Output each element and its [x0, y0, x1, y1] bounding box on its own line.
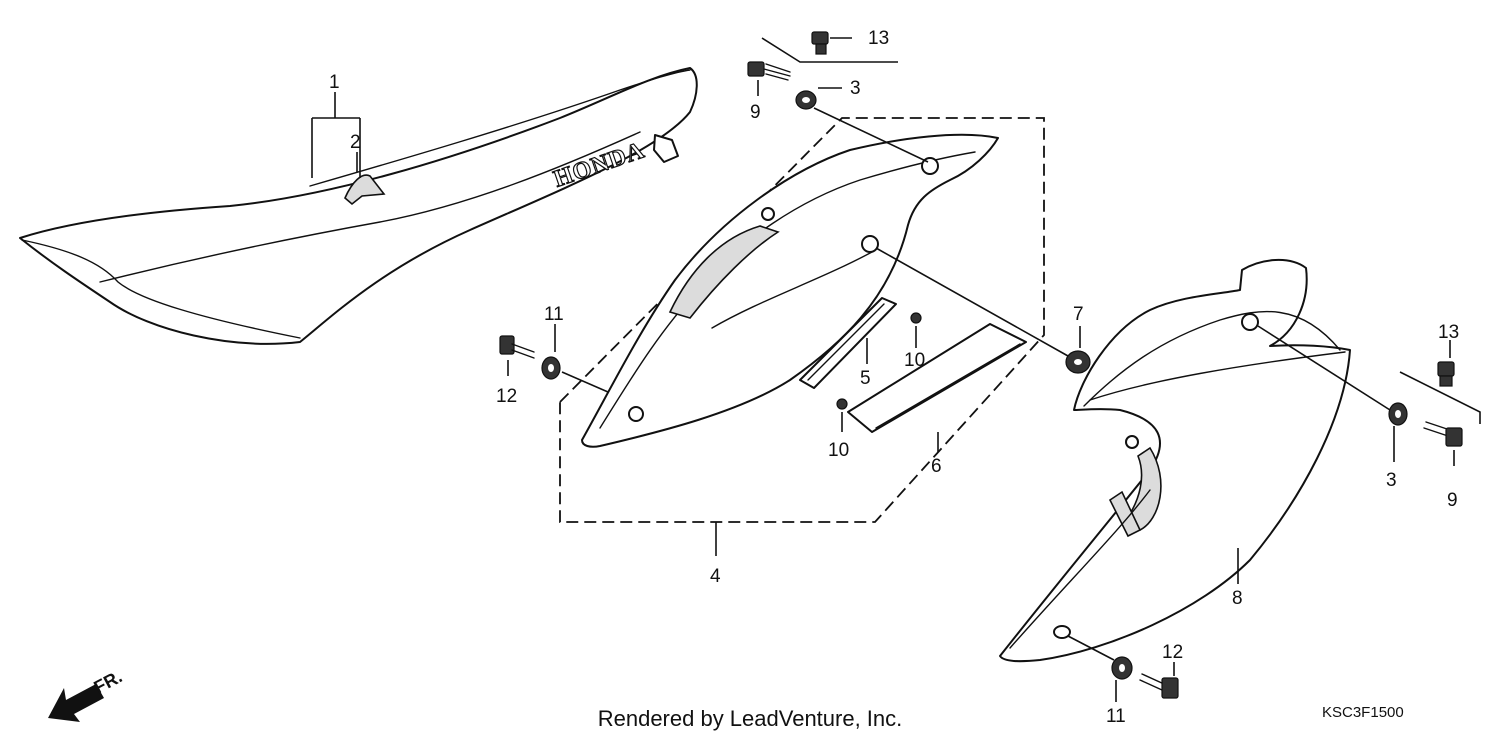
callout-3-top: 3: [850, 78, 861, 99]
bolt-13-top[interactable]: [811, 31, 829, 55]
callout-3-right: 3: [1386, 470, 1397, 491]
grommet-3-right[interactable]: [1388, 402, 1408, 426]
callout-13-right: 13: [1438, 322, 1459, 343]
callout-9-right: 9: [1447, 490, 1458, 511]
washer-11-bottom[interactable]: [1111, 656, 1133, 680]
callout-11-left: 11: [544, 304, 564, 325]
callout-11-bottom: 11: [1106, 706, 1126, 727]
assembly-boundary: [559, 117, 1045, 523]
right-side-cover[interactable]: [999, 258, 1351, 663]
callout-1: 1: [329, 72, 340, 93]
bolt-9-top[interactable]: [747, 61, 791, 81]
callout-5: 5: [860, 368, 871, 389]
diagram-code: KSC3F1500: [1322, 704, 1404, 721]
callout-10-lower: 10: [828, 440, 849, 461]
callout-13-top: 13: [868, 28, 889, 49]
washer-11-left[interactable]: [541, 356, 561, 380]
callout-6: 6: [931, 456, 942, 477]
grommet-7[interactable]: [1065, 350, 1091, 374]
callout-7: 7: [1073, 304, 1084, 325]
callout-8: 8: [1232, 588, 1243, 609]
left-side-cover[interactable]: [581, 133, 999, 448]
callout-4: 4: [710, 566, 721, 587]
callout-2: 2: [350, 132, 361, 153]
callout-12-left: 12: [496, 386, 517, 407]
side-cover-pad[interactable]: [847, 323, 1027, 433]
seat-assembly[interactable]: HONDA: [19, 67, 698, 345]
grommet-3-top[interactable]: [795, 90, 817, 110]
footer-credit: Rendered by LeadVenture, Inc.: [597, 706, 903, 731]
bolt-12-left[interactable]: [499, 335, 535, 359]
clip-lower[interactable]: [836, 398, 848, 410]
callout-10-upper: 10: [904, 350, 925, 371]
side-cover-seal[interactable]: [799, 297, 897, 389]
callout-9-top: 9: [750, 102, 761, 123]
bolt-9-right[interactable]: [1423, 421, 1463, 447]
bolt-13-right[interactable]: [1437, 361, 1455, 387]
bolt-12-bottom[interactable]: [1139, 673, 1179, 699]
clip-upper[interactable]: [910, 312, 922, 324]
callout-12-bottom: 12: [1162, 642, 1183, 663]
